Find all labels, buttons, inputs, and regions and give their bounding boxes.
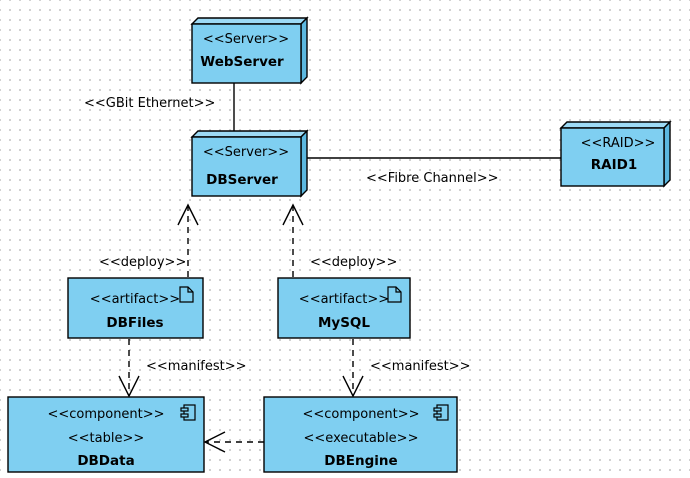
mysql-stereotype: <<artifact>> xyxy=(299,292,389,307)
component-icon xyxy=(433,404,449,421)
dbserver-stereotype: <<Server>> xyxy=(203,145,289,160)
artifact-document-icon xyxy=(179,286,194,303)
raid1-name: RAID1 xyxy=(591,157,637,173)
deploy-mysql-label: <<deploy>> xyxy=(310,255,397,270)
manifest-dbfiles-label: <<manifest>> xyxy=(146,359,247,374)
dbfiles-artifact[interactable]: <<artifact>> DBFiles xyxy=(67,277,204,339)
mysql-artifact[interactable]: <<artifact>> MySQL xyxy=(277,277,411,339)
dbengine-dbdata-dependency[interactable] xyxy=(203,431,264,453)
raid1-stereotype: <<RAID>> xyxy=(581,136,656,151)
manifest-dbfiles-dependency[interactable] xyxy=(118,339,140,398)
dbengine-component[interactable]: <<component>> <<executable>> DBEngine xyxy=(263,396,458,473)
deploy-dbfiles-dependency[interactable] xyxy=(177,203,199,277)
dbserver-name: DBServer xyxy=(206,172,278,188)
dbdata-component[interactable]: <<component>> <<table>> DBData xyxy=(7,396,205,473)
webserver-node[interactable]: <<Server>> WebServer xyxy=(190,16,309,85)
dbfiles-name: DBFiles xyxy=(106,315,163,331)
manifest-mysql-label: <<manifest>> xyxy=(370,359,471,374)
dbdata-name: DBData xyxy=(77,453,134,469)
deploy-mysql-dependency[interactable] xyxy=(282,203,304,277)
dbfiles-stereotype: <<artifact>> xyxy=(90,292,180,307)
dbdata-stereotype-table: <<table>> xyxy=(68,431,145,446)
dbengine-stereotype: <<component>> xyxy=(302,407,419,422)
manifest-mysql-dependency[interactable] xyxy=(342,339,364,398)
webserver-stereotype: <<Server>> xyxy=(203,32,289,47)
raid1-node[interactable]: <<RAID>> RAID1 xyxy=(559,120,672,188)
dbengine-stereotype-executable: <<executable>> xyxy=(304,431,419,446)
webserver-name: WebServer xyxy=(200,54,284,70)
fibre-channel-label: <<Fibre Channel>> xyxy=(366,171,499,186)
gbit-ethernet-label: <<GBit Ethernet>> xyxy=(84,96,215,111)
deploy-dbfiles-label: <<deploy>> xyxy=(99,255,186,270)
mysql-name: MySQL xyxy=(318,315,370,331)
dbdata-stereotype: <<component>> xyxy=(47,407,164,422)
artifact-document-icon xyxy=(387,286,402,303)
component-icon xyxy=(180,404,196,421)
dbserver-node[interactable]: <<Server>> DBServer xyxy=(190,129,309,198)
dbengine-name: DBEngine xyxy=(324,453,397,469)
